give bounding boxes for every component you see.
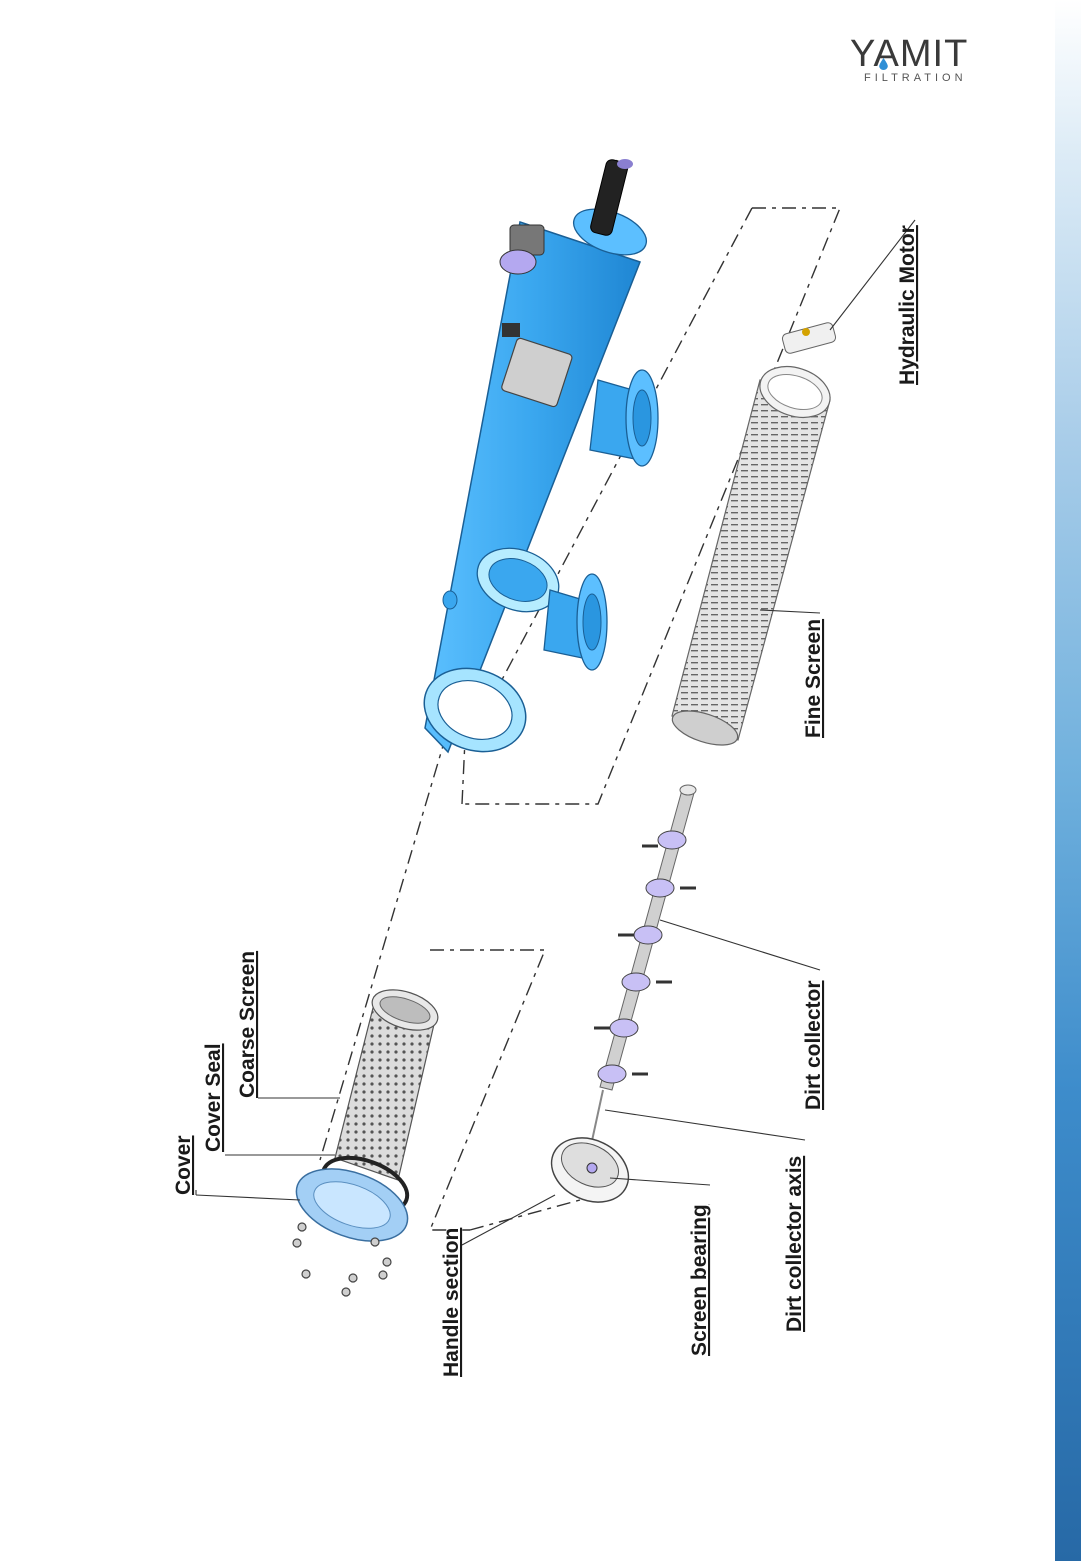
label-dirt-collector-axis: Dirt collector axis	[783, 1156, 806, 1332]
label-dirt-collector: Dirt collector	[802, 980, 825, 1110]
screen-bearing	[541, 1126, 639, 1214]
label-cover-seal: Cover Seal	[202, 1043, 225, 1152]
label-hydraulic-motor: Hydraulic Motor	[896, 225, 919, 385]
label-handle-section: Handle section	[440, 1228, 463, 1377]
filter-housing	[412, 158, 658, 765]
label-fine-screen: Fine Screen	[802, 619, 825, 738]
coarse-screen	[335, 982, 443, 1180]
label-screen-bearing: Screen bearing	[688, 1204, 711, 1356]
label-coarse-screen: Coarse Screen	[236, 951, 259, 1098]
label-cover: Cover	[172, 1135, 195, 1195]
hydraulic-motor	[781, 322, 836, 355]
dirt-collector	[590, 785, 696, 1150]
